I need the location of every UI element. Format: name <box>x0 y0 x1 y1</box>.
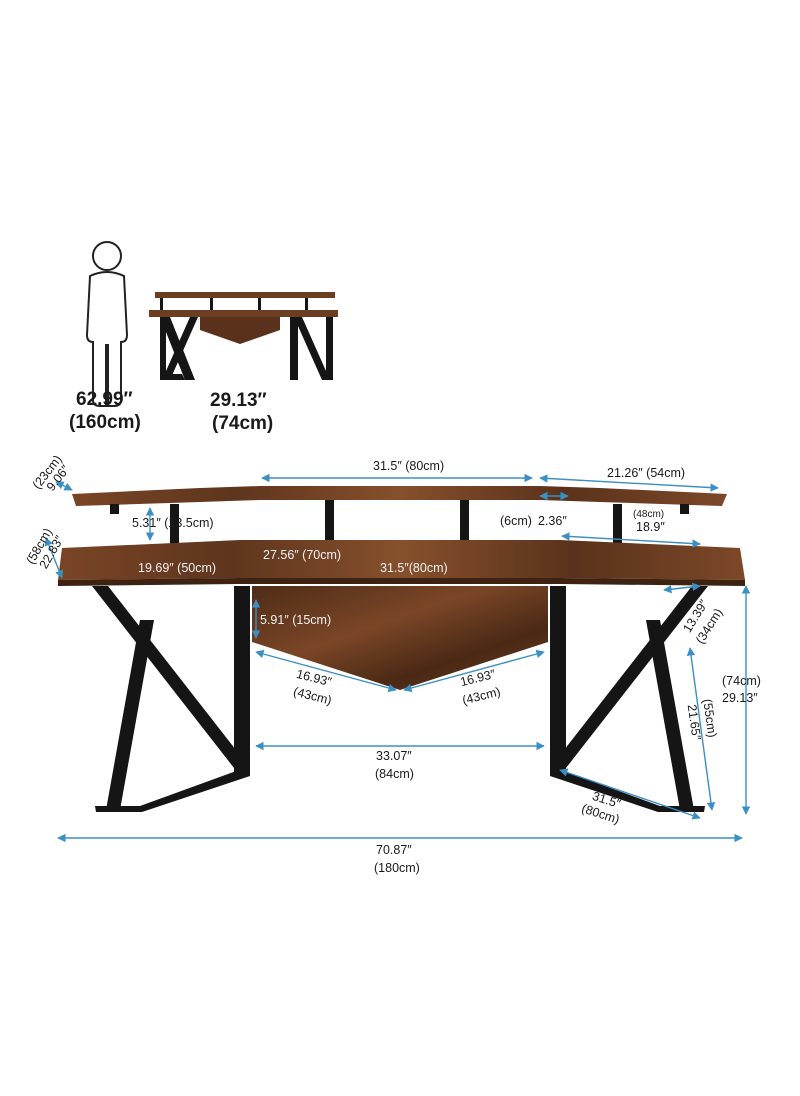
shelf-wing-inner-in: 18.9″ <box>636 520 665 534</box>
right-leg-frame <box>550 586 708 812</box>
small-desk-illustration <box>149 292 338 380</box>
person-height-cm: (160cm) <box>69 412 141 433</box>
shelf-wing-inner-cm: (48cm) <box>633 509 665 520</box>
desktop-surface <box>58 540 745 586</box>
shelf-wing-width: 21.26″ (54cm) <box>607 466 686 480</box>
desk-center-depth: 27.56″ (70cm) <box>263 548 342 562</box>
shelf-center-width: 31.5″ (80cm) <box>373 459 445 473</box>
desk-height-in: 29.13″ <box>210 390 267 411</box>
shelf-leg-offset-cm: (6cm) <box>500 514 532 528</box>
dimension-lines <box>44 473 751 843</box>
legroom-width-in: 33.07″ <box>376 749 412 763</box>
total-height-in: 29.13″ <box>722 691 758 705</box>
desk-center-width: 31.5″(80cm) <box>380 561 448 575</box>
total-width-cm: (180cm) <box>374 861 420 875</box>
total-height-cm: (74cm) <box>722 674 761 688</box>
person-height-in: 62.99″ <box>76 389 133 410</box>
desk-height-cm: (74cm) <box>212 413 274 434</box>
person-icon <box>85 241 129 407</box>
left-leg-frame <box>92 586 250 812</box>
total-width-in: 70.87″ <box>376 843 412 857</box>
monitor-shelf <box>72 486 727 544</box>
legroom-width-cm: (84cm) <box>375 767 414 781</box>
shelf-height: 5.31″ (13.5cm) <box>132 516 214 530</box>
panel-height: 5.91″ (15cm) <box>260 613 332 627</box>
desk-wing-depth: 19.69″ (50cm) <box>138 561 217 575</box>
shelf-leg-offset-in: 2.36″ <box>538 514 567 528</box>
